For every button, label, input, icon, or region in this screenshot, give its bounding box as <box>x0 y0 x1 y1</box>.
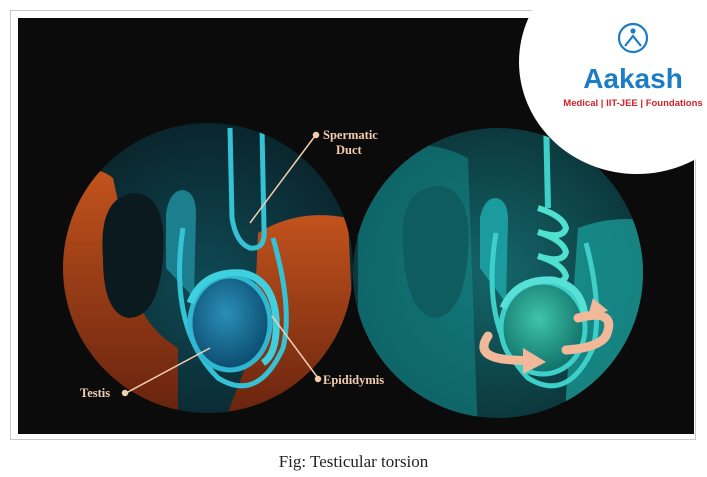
torsion-diagram: Spermatic Duct Epididymis Testis <box>63 123 643 418</box>
logo-backdrop <box>519 0 707 174</box>
logo-title: Aakash <box>583 63 683 94</box>
teal-tissue-left <box>358 145 478 418</box>
diagram-panel: Spermatic Duct Epididymis Testis <box>18 18 694 434</box>
scrotal-sac <box>177 227 289 389</box>
rotation-arrow-icon <box>479 298 614 374</box>
thigh-shape <box>102 193 164 318</box>
figure-caption: Fig: Testicular torsion <box>278 452 429 471</box>
logo-emblem-icon <box>617 22 649 54</box>
epididymis <box>186 269 280 366</box>
testis <box>187 273 273 373</box>
logo-subtitle: Medical | IIT-JEE | Foundations <box>563 98 702 109</box>
label-testis: Testis <box>80 386 110 400</box>
leader-lines <box>121 131 322 397</box>
label-duct: Duct <box>336 143 363 157</box>
label-epididymis: Epididymis <box>323 373 384 387</box>
aakash-logo: Aakash Medical | IIT-JEE | Foundations <box>515 0 707 175</box>
epididymis-torsion <box>499 276 589 319</box>
label-spermatic: Spermatic <box>323 128 378 142</box>
spermatic-duct <box>227 127 267 251</box>
torsion-testis-illustration <box>353 128 643 418</box>
